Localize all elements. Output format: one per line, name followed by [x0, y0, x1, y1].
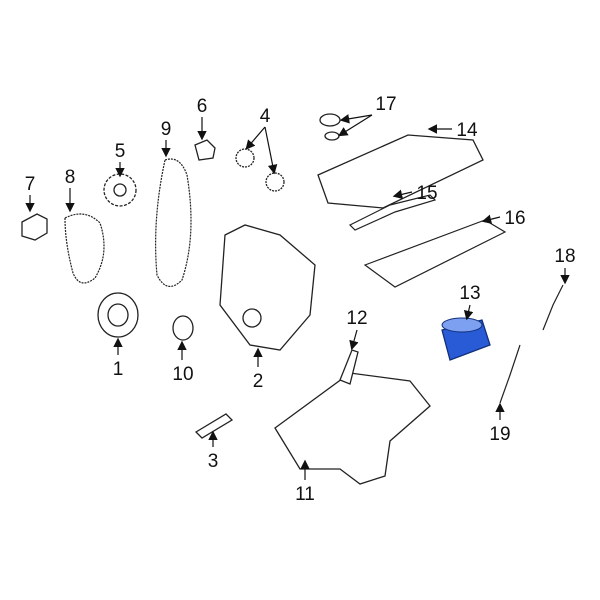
part-13-oil-filter[interactable]: [441, 317, 491, 361]
callout-9[interactable]: 9: [161, 119, 172, 140]
callout-19[interactable]: 19: [489, 424, 510, 445]
part-6-tensioner[interactable]: [194, 139, 216, 161]
part-3-sealant-tube[interactable]: [194, 413, 234, 439]
callout-5[interactable]: 5: [115, 141, 126, 162]
part-18-dipstick[interactable]: [542, 284, 564, 331]
leader-lines: [25, 114, 570, 480]
part-7-bracket[interactable]: [21, 213, 48, 241]
callout-16[interactable]: 16: [504, 208, 525, 229]
part-9-chain[interactable]: [155, 158, 192, 287]
callout-11[interactable]: 11: [295, 484, 315, 505]
pulley-hub: [107, 303, 129, 327]
part-4-sprocket-b[interactable]: [265, 172, 285, 192]
callout-14[interactable]: 14: [456, 120, 478, 141]
callout-8[interactable]: 8: [65, 167, 76, 188]
callout-7[interactable]: 7: [25, 174, 36, 195]
part-8-chain[interactable]: [64, 213, 105, 284]
callout-13[interactable]: 13: [459, 283, 480, 304]
part-4-sprocket-a[interactable]: [235, 148, 255, 168]
part-17-cap-seal[interactable]: [324, 131, 340, 141]
part-15-gasket[interactable]: [348, 194, 437, 231]
callout-3[interactable]: 3: [208, 451, 219, 472]
part-14-valve-cover[interactable]: [317, 134, 484, 209]
cover-seal-hole: [242, 308, 262, 328]
part-2-timing-cover[interactable]: [219, 224, 316, 351]
callout-2[interactable]: 2: [253, 371, 264, 392]
callout-1[interactable]: 1: [113, 359, 124, 380]
callout-15[interactable]: 15: [416, 183, 437, 204]
part-17-oil-cap[interactable]: [319, 113, 341, 127]
sprocket-hub: [113, 183, 127, 197]
callout-17[interactable]: 17: [375, 94, 396, 115]
part-16-gasket[interactable]: [363, 219, 507, 288]
part-10-seal[interactable]: [172, 315, 194, 341]
callout-4[interactable]: 4: [260, 106, 271, 127]
callout-10[interactable]: 10: [172, 364, 193, 385]
callout-12[interactable]: 12: [346, 308, 367, 329]
callout-6[interactable]: 6: [197, 96, 208, 117]
part-19-dipstick-tube[interactable]: [499, 344, 521, 404]
part-11-oil-pan[interactable]: [274, 372, 431, 485]
callout-18[interactable]: 18: [554, 246, 575, 267]
part-12-pickup[interactable]: [339, 349, 359, 385]
